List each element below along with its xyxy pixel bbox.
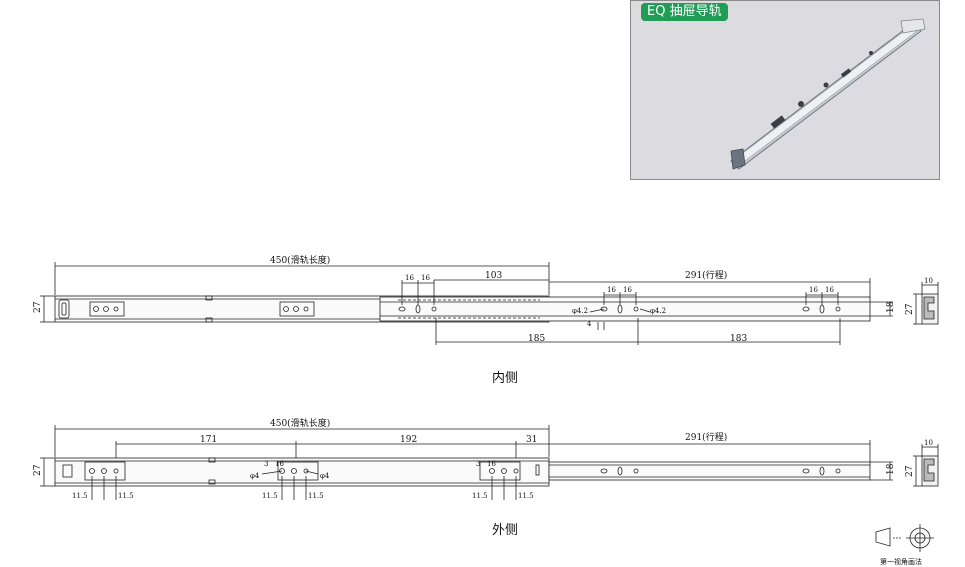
outer-phi-right: φ4 [320, 472, 330, 480]
outer-dim-115-6: 11.5 [518, 492, 534, 500]
outer-dim-31: 31 [526, 435, 537, 445]
inner-dim-183: 183 [730, 334, 747, 344]
outer-dim-3a: 3 [264, 460, 268, 468]
inner-dim-16f: 16 [825, 286, 834, 294]
projection-label: 第一视角画法 [880, 557, 922, 566]
inner-dim-16c: 16 [607, 286, 616, 294]
outer-caption: 外侧 [492, 523, 518, 538]
product-name-badge: EQ 抽屉导轨 [641, 3, 728, 21]
outer-dim-115-1: 11.5 [72, 492, 88, 500]
inner-height-18: 18 [886, 301, 896, 313]
inner-caption: 内侧 [492, 370, 518, 386]
outer-dim-115-3: 11.5 [262, 492, 278, 500]
inner-dim-185: 185 [528, 334, 545, 344]
outer-side-10: 10 [924, 439, 933, 447]
inner-dim-16e: 16 [809, 286, 818, 294]
outer-dim-16a: 16 [275, 460, 284, 468]
outer-dim-115-2: 11.5 [118, 492, 134, 500]
outer-dim-115-5: 11.5 [472, 492, 488, 500]
product-photo-panel: EQ 抽屉导轨 [630, 0, 940, 180]
outer-travel: 291(行程) [685, 431, 727, 443]
inner-phi-left: φ4.2 [572, 307, 588, 315]
inner-dim-16d: 16 [623, 286, 632, 294]
outer-height-27: 27 [33, 464, 43, 476]
inner-travel: 291(行程) [685, 269, 727, 281]
outer-dim-171: 171 [200, 435, 217, 445]
outer-dim-192: 192 [400, 435, 417, 445]
inner-dim-4: 4 [587, 320, 592, 328]
inner-height-27: 27 [33, 301, 43, 313]
outer-phi-left: φ4 [250, 472, 260, 480]
outer-dim-115-4: 11.5 [308, 492, 324, 500]
inner-dim-16a: 16 [405, 274, 414, 282]
drawer-slide-photo [730, 18, 926, 170]
outer-height-18: 18 [886, 463, 896, 475]
inner-total-length: 450(滑轨长度) [270, 254, 330, 266]
inner-dim-103: 103 [485, 271, 502, 281]
inner-side-10: 10 [924, 277, 933, 285]
inner-side-27: 27 [905, 303, 915, 315]
outer-side-27: 27 [905, 465, 915, 477]
inner-dim-16b: 16 [421, 274, 430, 282]
inner-phi-right: φ4.2 [650, 307, 666, 315]
outer-dim-16b: 16 [487, 460, 496, 468]
outer-total-length: 450(滑轨长度) [270, 417, 330, 429]
outer-dim-3b: 3 [476, 460, 480, 468]
